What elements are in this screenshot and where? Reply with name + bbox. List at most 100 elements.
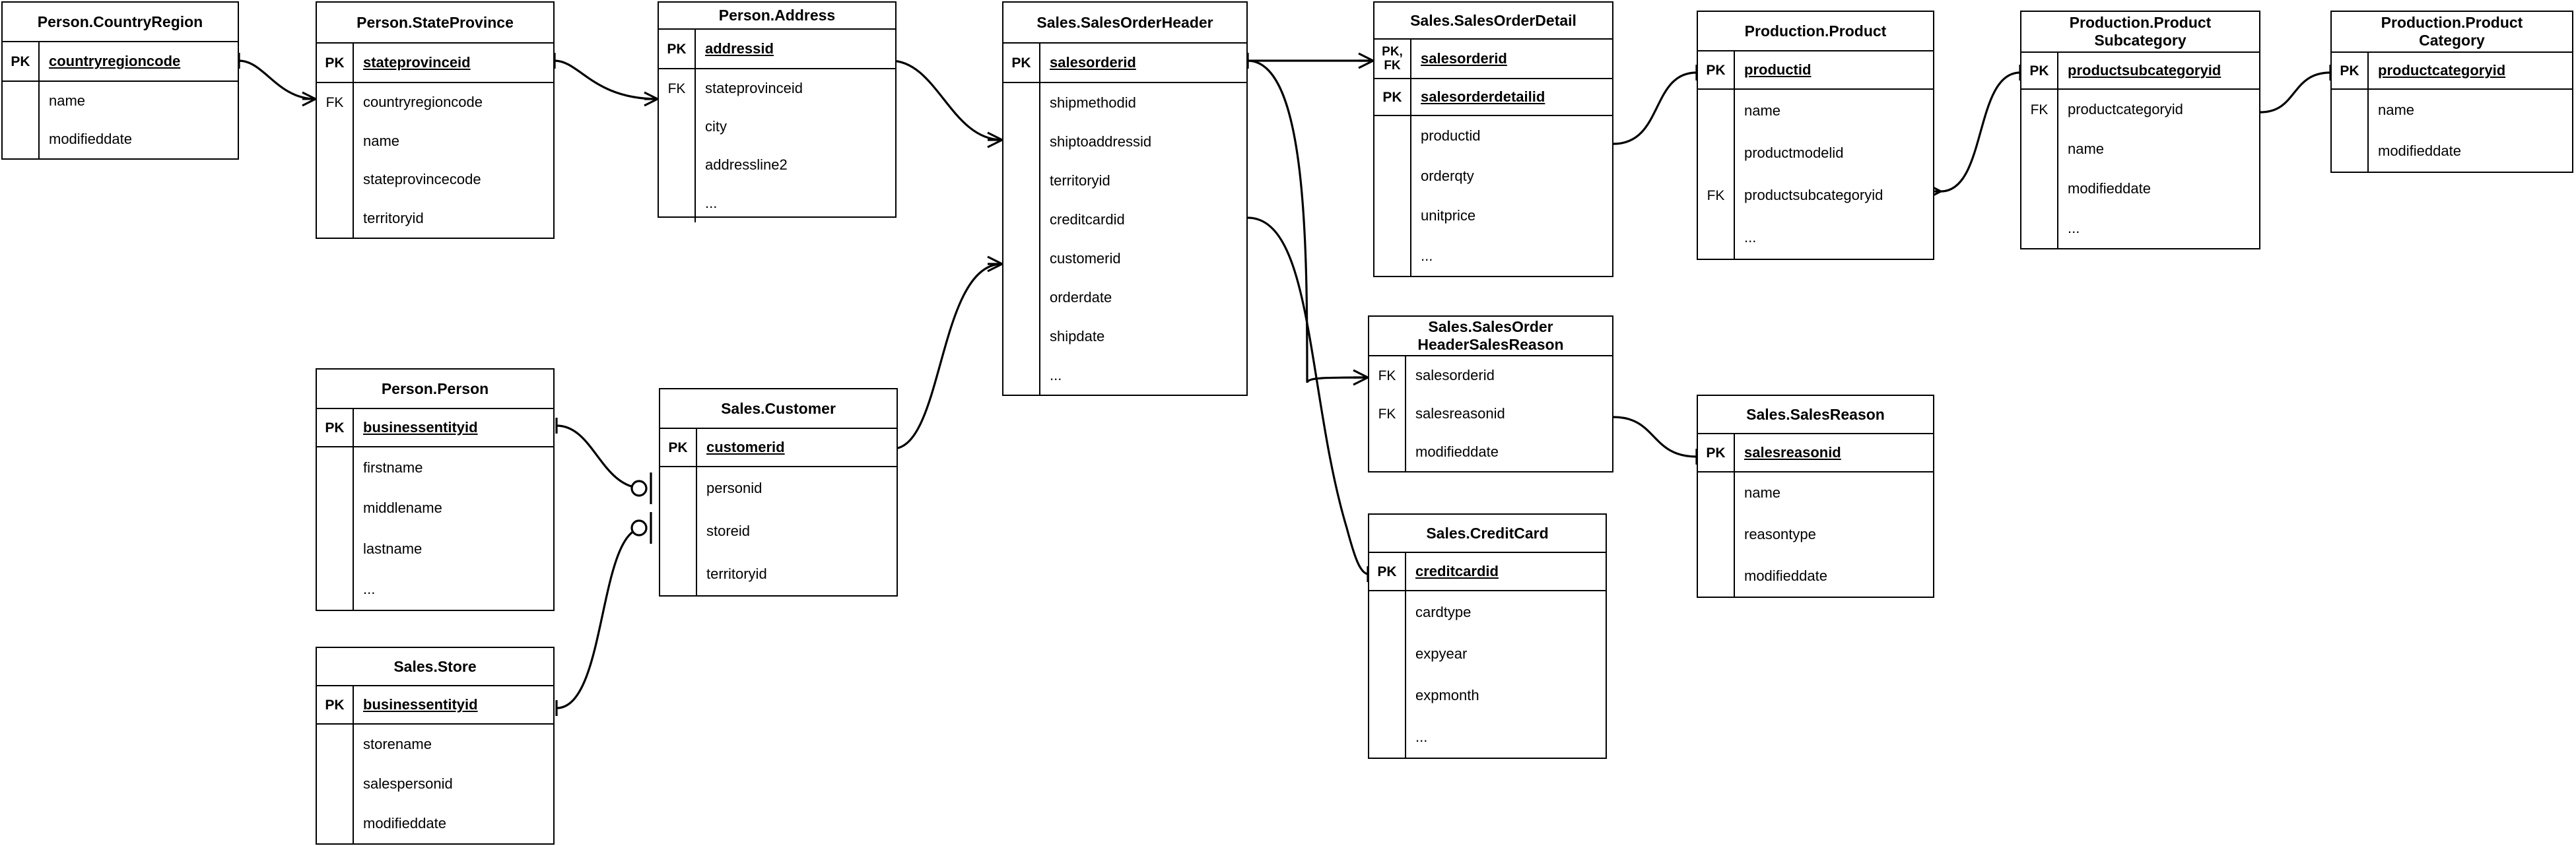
attribute-row[interactable]: name — [3, 82, 238, 120]
attribute-name: ... — [1421, 247, 1433, 264]
entity-production-productcategory[interactable]: Production.Product Category PK productca… — [2330, 11, 2573, 173]
attribute-name: stateprovinceid — [363, 54, 471, 71]
attribute-name: storename — [363, 736, 432, 752]
entity-production-product[interactable]: Production.Product PK productid name pro… — [1697, 11, 1934, 260]
attribute-rows: FK productcategoryid name modifieddate .… — [2021, 90, 2259, 248]
attribute-row[interactable]: modifieddate — [317, 804, 553, 843]
attribute-row[interactable]: FK countryregioncode — [317, 83, 553, 122]
pk-row[interactable]: PK salesreasonid — [1698, 434, 1933, 472]
attribute-row[interactable]: storename — [317, 725, 553, 764]
attribute-row[interactable]: ... — [659, 184, 895, 222]
pk-row[interactable]: PK salesorderid — [1003, 44, 1246, 83]
pk-row[interactable]: PK productcategoryid — [2332, 53, 2572, 90]
pk-row[interactable]: PK businessentityid — [317, 686, 553, 725]
entity-sales-salesorderheadersalesreason[interactable]: Sales.SalesOrder HeaderSalesReason FK sa… — [1368, 315, 1613, 472]
entity-sales-customer[interactable]: Sales.Customer PK customerid personid st… — [659, 388, 898, 597]
attribute-row[interactable]: middlename — [317, 488, 553, 529]
edge-salesorderheader-creditcard — [1247, 216, 1369, 575]
attribute-row[interactable]: ... — [1003, 356, 1246, 395]
attribute-row[interactable]: lastname — [317, 529, 553, 569]
attribute-row[interactable]: modifieddate — [3, 120, 238, 158]
attribute-name: salespersonid — [363, 775, 453, 792]
attribute-row[interactable]: name — [2332, 90, 2572, 131]
attribute-row[interactable]: unitprice — [1374, 196, 1612, 236]
key-badge — [317, 764, 354, 804]
attribute-row[interactable]: storeid — [660, 509, 897, 553]
pk-row[interactable]: PK productid — [1698, 51, 1933, 90]
attribute-row[interactable]: shipmethodid — [1003, 83, 1246, 122]
attribute-row[interactable]: customerid — [1003, 239, 1246, 278]
attribute-name: stateprovinceid — [705, 80, 803, 96]
attribute-row[interactable]: territoryid — [660, 552, 897, 596]
entity-sales-store[interactable]: Sales.Store PK businessentityid storenam… — [316, 647, 555, 845]
pk-row[interactable]: PK creditcardid — [1369, 553, 1606, 591]
entity-sales-salesorderdetail[interactable]: Sales.SalesOrderDetail PK, FK salesorder… — [1373, 1, 1613, 277]
attribute-row[interactable]: expmonth — [1369, 674, 1606, 716]
entity-person-person[interactable]: Person.Person PK businessentityid firstn… — [316, 368, 555, 611]
entity-rows: PK productsubcategoryid FK productcatego… — [2021, 53, 2259, 248]
pk-fk-row[interactable]: PK, FK salesorderid — [1374, 40, 1612, 79]
attribute-row[interactable]: territoryid — [1003, 161, 1246, 200]
attribute-row[interactable]: reasontype — [1698, 513, 1933, 556]
attribute-row[interactable]: cardtype — [1369, 591, 1606, 633]
attribute-row[interactable]: territoryid — [317, 199, 553, 238]
entity-production-productsubcategory[interactable]: Production.Product Subcategory PK produc… — [2020, 11, 2260, 249]
attribute-row[interactable]: salespersonid — [317, 764, 553, 804]
attribute-row[interactable]: stateprovincecode — [317, 160, 553, 199]
pk-row[interactable]: PK businessentityid — [317, 409, 553, 447]
key-badge-fk: FK — [2021, 90, 2058, 129]
attribute-row[interactable]: name — [2021, 129, 2259, 169]
attribute-row[interactable]: shiptoaddressid — [1003, 122, 1246, 161]
attribute-row[interactable]: orderdate — [1003, 278, 1246, 317]
entity-sales-salesreason[interactable]: Sales.SalesReason PK salesreasonid name … — [1697, 395, 1934, 598]
key-badge — [1374, 156, 1411, 196]
entity-rows: PK productid name productmodelid FK prod… — [1698, 51, 1933, 259]
attribute-row[interactable]: FK stateprovinceid — [659, 69, 895, 108]
attribute-row[interactable]: FK salesreasonid — [1369, 395, 1612, 433]
attribute-row[interactable]: modifieddate — [2021, 169, 2259, 209]
attribute-row[interactable]: name — [317, 121, 553, 160]
pk-row[interactable]: PK addressid — [659, 30, 895, 69]
attribute-row[interactable]: ... — [1374, 236, 1612, 276]
attribute-row[interactable]: modifieddate — [1698, 555, 1933, 597]
attribute-row[interactable]: name — [1698, 472, 1933, 514]
key-badge — [1003, 83, 1040, 122]
attribute-row[interactable]: personid — [660, 467, 897, 510]
attribute-row[interactable]: productmodelid — [1698, 132, 1933, 174]
entity-sales-creditcard[interactable]: Sales.CreditCard PK creditcardid cardtyp… — [1368, 513, 1607, 759]
pk-row[interactable]: PK countryregioncode — [3, 42, 238, 82]
attribute-row[interactable]: shipdate — [1003, 317, 1246, 356]
entity-sales-salesorderheader[interactable]: Sales.SalesOrderHeader PK salesorderid s… — [1002, 1, 1248, 396]
attribute-row[interactable]: FK salesorderid — [1369, 356, 1612, 395]
attribute-row[interactable]: modifieddate — [1369, 433, 1612, 471]
attribute-row[interactable]: expyear — [1369, 633, 1606, 674]
attribute-rows: personid storeid territoryid — [660, 467, 897, 596]
attribute-row[interactable]: firstname — [317, 447, 553, 488]
attribute-row[interactable]: ... — [1369, 716, 1606, 758]
attribute-row[interactable]: creditcardid — [1003, 200, 1246, 239]
pk-row[interactable]: PK stateprovinceid — [317, 44, 553, 83]
key-badge — [1698, 216, 1735, 259]
entity-person-address[interactable]: Person.Address PK addressid FK stateprov… — [658, 1, 897, 222]
key-badge — [1374, 236, 1411, 276]
pk-row[interactable]: PK customerid — [660, 429, 897, 467]
entity-rows: FK salesorderid FK salesreasonid modifie… — [1369, 356, 1612, 471]
attribute-row[interactable]: FK productcategoryid — [2021, 90, 2259, 129]
pk-row[interactable]: PK salesorderdetailid — [1374, 79, 1612, 116]
attribute-row[interactable]: ... — [317, 569, 553, 610]
entity-person-countryregion[interactable]: Person.CountryRegion PK countryregioncod… — [1, 1, 239, 160]
attribute-row[interactable]: orderqty — [1374, 156, 1612, 196]
attribute-row[interactable]: addressline2 — [659, 146, 895, 184]
attribute-row[interactable]: modifieddate — [2332, 131, 2572, 172]
attribute-row[interactable]: ... — [1698, 216, 1933, 259]
attribute-row[interactable]: productid — [1374, 116, 1612, 156]
entity-person-stateprovince[interactable]: Person.StateProvince PK stateprovinceid … — [316, 1, 555, 239]
attribute-row[interactable]: FK productsubcategoryid — [1698, 174, 1933, 216]
attribute-row[interactable]: city — [659, 108, 895, 146]
attribute-name: productid — [1744, 61, 1812, 78]
key-badge — [2021, 169, 2058, 209]
attribute-row[interactable]: ... — [2021, 209, 2259, 248]
entity-rows: PK businessentityid firstname middlename… — [317, 409, 553, 610]
pk-row[interactable]: PK productsubcategoryid — [2021, 53, 2259, 90]
attribute-row[interactable]: name — [1698, 90, 1933, 132]
